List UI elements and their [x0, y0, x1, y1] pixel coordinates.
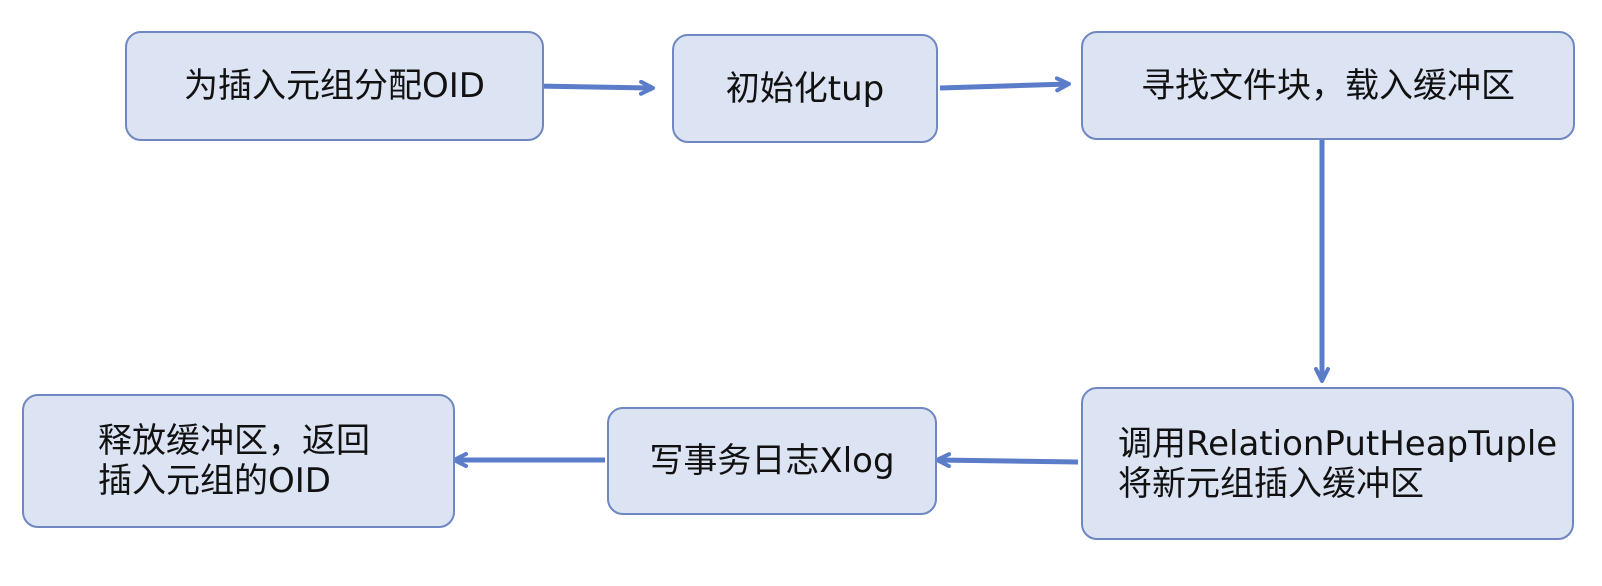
- write-xlog-label: 写事务日志Xlog: [649, 441, 895, 481]
- allocate-oid-label: 为插入元组分配OID: [184, 66, 485, 106]
- init-tup-box: 初始化tup: [672, 34, 938, 143]
- arrow-allocate-to-init: [534, 79, 655, 96]
- write-xlog-box: 写事务日志Xlog: [607, 407, 937, 515]
- release-return-line-2: 插入元组的OID: [98, 461, 331, 501]
- release-return-box: 释放缓冲区，返回 插入元组的OID: [22, 394, 455, 528]
- release-return-line-1: 释放缓冲区，返回: [98, 421, 370, 461]
- init-tup-label: 初始化tup: [725, 68, 885, 109]
- arrow-put-to-write: [935, 452, 1079, 469]
- allocate-oid-box: 为插入元组分配OID: [125, 31, 544, 141]
- put-tuple-box: 调用RelationPutHeapTuple 将新元组插入缓冲区: [1081, 387, 1574, 540]
- arrow-init-to-find: [939, 76, 1071, 93]
- put-tuple-line-2: 将新元组插入缓冲区: [1118, 463, 1424, 504]
- put-tuple-line-1: 调用RelationPutHeapTuple: [1118, 423, 1558, 464]
- find-block-box: 寻找文件块，载入缓冲区: [1081, 31, 1575, 140]
- find-block-label: 寻找文件块，载入缓冲区: [1141, 65, 1515, 106]
